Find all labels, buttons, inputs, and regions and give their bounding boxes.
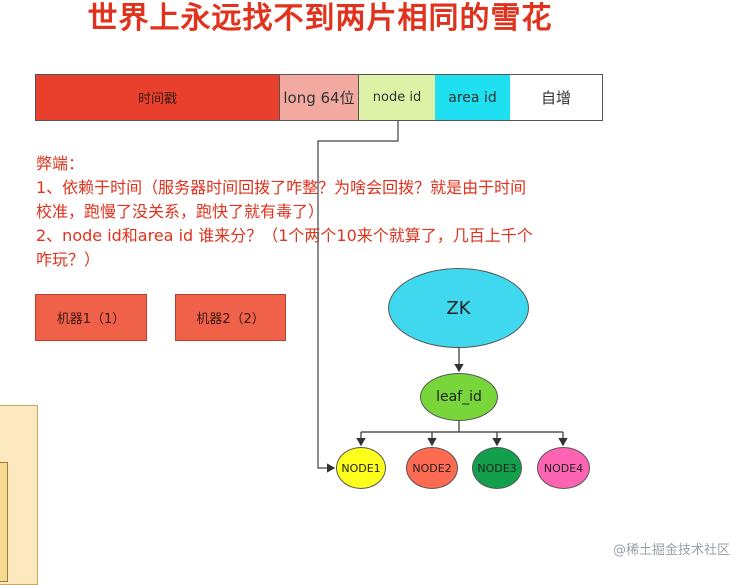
auto-increment-segment: 自增 [510, 74, 603, 121]
machine-2-box: 机器2（2） [175, 294, 286, 341]
page-title: 世界上永远找不到两片相同的雪花 [87, 1, 553, 36]
watermark-text: @稀土掘金技术社区 [612, 543, 730, 558]
machine-1-box: 机器1（1） [35, 294, 147, 341]
node3: NODE3 [472, 447, 522, 489]
drawback-line-3: 2、node id和area id 谁来分？（1个两个10来个就算了，几百上千个 [36, 226, 533, 245]
node1: NODE1 [336, 447, 386, 489]
drawback-line-1: 1、依赖于时间（服务器时间回拨了咋整？为啥会回拨？就是由于时间 [36, 178, 527, 197]
node2: NODE2 [406, 447, 458, 489]
area-id-segment: area id [435, 74, 511, 121]
connector-lines [317, 121, 568, 473]
drawback-line-4: 咋玩？） [36, 250, 101, 269]
long-64-segment: long 64位 [280, 74, 359, 121]
timestamp-segment: 时间戳 [35, 74, 280, 121]
zk-node: ZK [388, 268, 529, 348]
node-id-to-node1-arrow [317, 121, 399, 473]
leaf-id-node: leaf_id [420, 373, 498, 421]
drawbacks-heading: 弊端： [36, 154, 85, 173]
node4: NODE4 [537, 447, 590, 489]
drawback-line-2: 校准，跑慢了没关系，跑快了就有毒了） [36, 202, 325, 221]
drawbacks-text: 弊端： 1、依赖于时间（服务器时间回拨了咋整？为啥会回拨？就是由于时间 校准，跑… [36, 152, 616, 272]
